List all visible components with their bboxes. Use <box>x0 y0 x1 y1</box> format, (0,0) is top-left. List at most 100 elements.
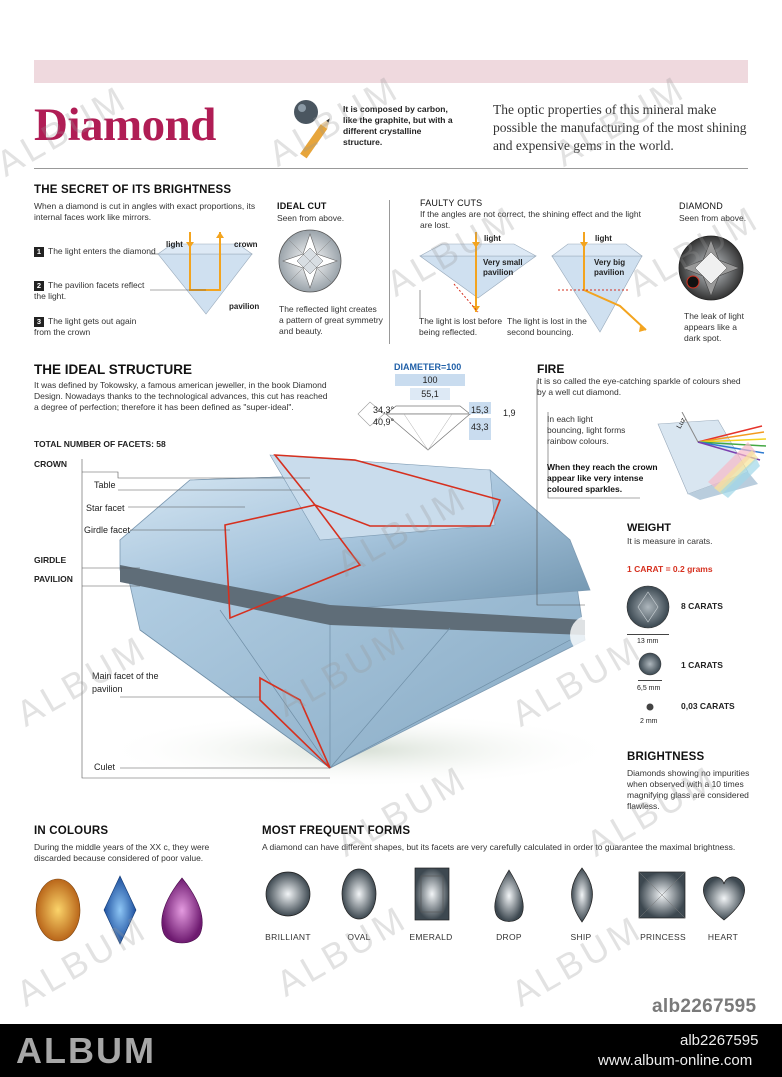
faulty-cuts-title: FAULTY CUTS <box>420 198 483 208</box>
forms-text: A diamond can have different shapes, but… <box>262 842 736 852</box>
secret-heading: THE SECRET OF ITS BRIGHTNESS <box>34 184 232 196</box>
shape-label-emerald: EMERALD <box>409 932 453 942</box>
carbon-note: It is composed by carbon, like the graph… <box>343 104 453 147</box>
header-band <box>34 60 748 83</box>
weight-label-8: 8 CARATS <box>681 601 723 611</box>
brightness-heading: BRIGHTNESS <box>627 751 705 763</box>
ideal-cut-title: IDEAL CUT <box>277 201 327 211</box>
8-carat-gem-icon <box>626 585 670 629</box>
faulty-right-caption: The light is lost in the second bouncing… <box>507 316 587 337</box>
shape-label-ship: SHIP <box>570 932 592 942</box>
faulty-right-light: light <box>595 234 612 243</box>
pavilion-angle-value: 40,9° <box>373 417 395 427</box>
step-1-number: 1 <box>34 247 44 257</box>
faulty-big-pavilion-diagram <box>551 232 647 333</box>
table-bar: 55,1 <box>410 388 450 400</box>
gem-shapes-row <box>265 867 745 923</box>
purple-diamond-icon <box>161 877 203 944</box>
footer-url[interactable]: www.album-online.com <box>598 1052 753 1069</box>
intro-text: The optic properties of this mineral mak… <box>493 102 747 153</box>
diagram-light-label: light <box>166 240 183 249</box>
step-1: 1 The light enters the diamond <box>34 246 164 257</box>
pavilion-label: PAVILION <box>34 574 73 584</box>
diamond-view-title: DIAMOND <box>679 201 723 211</box>
girdle-facet-label: Girdle facet <box>84 525 131 535</box>
table-label: Table <box>94 480 116 490</box>
fire-note-1: In each light bouncing, light forms rain… <box>547 414 626 446</box>
divider <box>34 168 748 169</box>
page-title: Diamond <box>34 99 216 151</box>
diagram-crown-label: crown <box>234 240 258 249</box>
diameter-value: 100 <box>422 375 438 385</box>
ideal-structure-text: It was defined by Tokowsky, a famous ame… <box>34 380 328 412</box>
footer-logo: ALBUM <box>16 1030 156 1071</box>
shape-label-oval: OVAL <box>347 932 371 942</box>
light-path-diagram <box>150 232 253 315</box>
1-carat-gem-icon <box>638 652 662 676</box>
coloured-diamonds <box>35 875 203 945</box>
vertical-divider <box>389 200 390 344</box>
diamond-view-subtitle: Seen from above. <box>679 213 747 223</box>
pavilion-height-value: 43,3 <box>471 422 489 432</box>
carat-definition: 1 CARAT = 0.2 grams <box>627 564 713 574</box>
crown-label: CROWN <box>34 459 68 469</box>
diameter-label: DIAMETER=100 <box>394 362 462 372</box>
ideal-cut-diamond-icon <box>278 229 342 293</box>
brightness-text: Diamonds showing no impurities when obse… <box>627 768 750 811</box>
proportions-diagram <box>357 401 491 451</box>
emerald-shape-icon <box>414 867 450 921</box>
table-value: 55,1 <box>421 389 439 399</box>
heart-shape-icon <box>703 876 745 921</box>
diamond-view-caption: The leak of light appears like a dark sp… <box>684 311 745 343</box>
fire-text: It is so called the eye-catching sparkle… <box>537 376 741 397</box>
yellow-diamond-icon <box>35 878 81 942</box>
weight-heading: WEIGHT <box>627 522 671 534</box>
faulty-left-light: light <box>484 234 501 243</box>
weight-text: It is measure in carats. <box>627 536 713 546</box>
forms-heading: MOST FREQUENT FORMS <box>262 825 411 837</box>
fire-note-2: When they reach the crown appear like ve… <box>547 462 658 494</box>
ship-shape-icon <box>571 867 593 923</box>
faulty-cuts-text: If the angles are not correct, the shini… <box>420 209 641 230</box>
brilliant-shape-icon <box>265 871 311 917</box>
step-3-text: The light gets out again from the crown <box>34 316 137 337</box>
step-2-number: 2 <box>34 281 44 291</box>
shape-label-heart: HEART <box>707 932 739 942</box>
star-facet-label: Star facet <box>86 503 125 513</box>
size-bar-65mm <box>638 680 662 681</box>
weight-label-1: 1 CARATS <box>681 660 723 670</box>
shape-label-brilliant: BRILLIANT <box>265 932 311 942</box>
weight-size-13mm: 13 mm <box>637 638 659 645</box>
crown-angle-value: 34,3° <box>373 405 395 415</box>
ideal-cut-subtitle: Seen from above. <box>277 213 345 223</box>
footer-bar: ALBUM alb2267595 www.album-online.com <box>0 1024 782 1077</box>
footer-id: alb2267595 <box>680 1032 759 1049</box>
faulty-left-caption: The light is lost before being reflected… <box>419 316 503 337</box>
oval-shape-icon <box>341 868 377 920</box>
faulty-right-label: Very big pavilion <box>594 258 626 277</box>
faulty-small-pavilion-diagram <box>419 232 537 318</box>
weight-size-65mm: 6,5 mm <box>637 685 661 692</box>
003-carat-gem-icon <box>646 703 654 711</box>
step-2-text: The pavilion facets reflect the light. <box>34 280 145 301</box>
secret-text: When a diamond is cut in angles with exa… <box>34 201 256 222</box>
facets-total: TOTAL NUMBER OF FACETS: 58 <box>34 439 166 449</box>
step-1-text: The light enters the diamond <box>48 246 156 256</box>
blue-diamond-icon <box>103 875 137 945</box>
big-diamond-illustration <box>100 454 620 788</box>
ideal-cut-caption: The reflected light creates a pattern of… <box>279 304 383 336</box>
culet-label: Culet <box>94 762 116 772</box>
shape-label-drop: DROP <box>496 932 522 942</box>
step-3-number: 3 <box>34 317 44 327</box>
prism-illustration <box>657 412 767 500</box>
size-bar-13mm <box>627 634 669 635</box>
shape-label-princess: PRINCESS <box>640 932 686 942</box>
faulty-left-label: Very small pavilion <box>483 258 523 277</box>
dark-diamond-icon <box>678 235 744 301</box>
main-pavilion-facet-label: Main facet of the pavilion <box>92 671 159 694</box>
girdle-label: GIRDLE <box>34 555 67 565</box>
weight-label-003: 0,03 CARATS <box>681 701 735 711</box>
